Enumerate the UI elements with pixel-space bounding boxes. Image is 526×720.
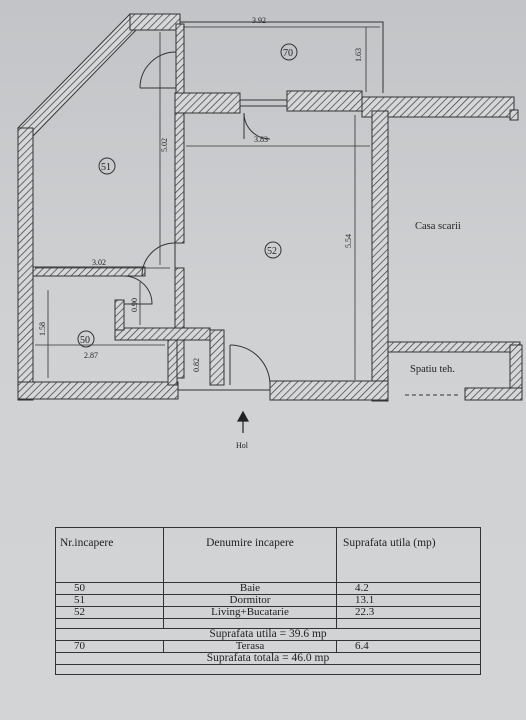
room-number-50: 50 xyxy=(80,335,90,346)
wall-bottom-left xyxy=(17,381,179,400)
cell-name: Baie xyxy=(163,582,337,595)
wall-inner-left-low xyxy=(174,267,185,379)
room-markers xyxy=(77,43,298,348)
table-row: 50 Baie 4.2 xyxy=(55,582,481,595)
walls xyxy=(17,13,523,402)
label-spatiu-teh: Spatiu teh. xyxy=(410,364,455,375)
entrance-arrow-head xyxy=(236,410,250,422)
door-terrace xyxy=(139,51,177,89)
table-row-suprafata-utila: Suprafata utila = 39.6 mp xyxy=(55,628,481,641)
header-suprafata: Suprafata utila (mp) xyxy=(336,527,481,583)
dim-502: 5.02 xyxy=(160,138,169,152)
label-hol: Hol xyxy=(236,441,249,450)
terrace-outline xyxy=(180,21,384,93)
cell-suprafata-totala: Suprafata totala = 46.0 mp xyxy=(55,652,481,665)
door-entrance xyxy=(229,344,271,386)
table-header-row: Nr.incapere Denumire incapere Suprafata … xyxy=(55,527,481,583)
door-bath xyxy=(123,275,153,305)
cell-nr: 70 xyxy=(55,640,164,653)
doors xyxy=(123,51,271,386)
wall-hall-stub xyxy=(167,339,178,386)
label-casa-scarii: Casa scarii xyxy=(415,221,461,232)
table-row-blank xyxy=(55,664,481,675)
cell-nr: 50 xyxy=(55,582,164,595)
door-bedroom xyxy=(141,242,176,277)
wall-terrace-door-jamb xyxy=(175,23,185,95)
header-denumire: Denumire incapere xyxy=(163,527,337,583)
wall-upper-b xyxy=(286,90,363,112)
wall-upper-c xyxy=(361,96,515,118)
table-row: 52 Living+Bucatarie 22.3 xyxy=(55,606,481,619)
room-marker-70 xyxy=(280,43,298,61)
wall-hall-jamb xyxy=(209,329,225,386)
table-row-blank xyxy=(55,618,481,629)
dim-082: 0.82 xyxy=(192,358,201,372)
cell-nr: 51 xyxy=(55,594,164,607)
wall-bath-stub xyxy=(114,299,125,331)
dimension-lines xyxy=(35,26,380,380)
room-marker-51 xyxy=(98,157,116,175)
cell-nr: 52 xyxy=(55,606,164,619)
dim-163: 1.63 xyxy=(354,48,363,62)
dim-090: 0.90 xyxy=(130,298,139,312)
room-marker-52 xyxy=(264,241,282,259)
cell-area: 4.2 xyxy=(336,582,481,595)
entrance-arrow xyxy=(236,410,250,433)
room-marker-50 xyxy=(77,330,95,348)
cell-name: Living+Bucatarie xyxy=(163,606,337,619)
cell-name: Dormitor xyxy=(163,594,337,607)
wall-spatiu-bottom xyxy=(464,387,523,401)
cell-area: 13.1 xyxy=(336,594,481,607)
wall-upper-a xyxy=(174,92,241,114)
dim-302: 3.02 xyxy=(92,258,106,267)
dim-392: 3.92 xyxy=(252,16,266,25)
dim-158: 1.58 xyxy=(38,322,47,336)
wall-bath-bottom-stub xyxy=(114,327,211,341)
wall-right-outer xyxy=(509,109,519,121)
table-row-suprafata-totala: Suprafata totala = 46.0 mp xyxy=(55,652,481,665)
wall-living-right xyxy=(371,110,389,402)
wall-bath-top xyxy=(32,266,146,277)
wall-inner-left xyxy=(174,112,185,244)
dim-554: 5.54 xyxy=(344,234,353,248)
cell-area: 22.3 xyxy=(336,606,481,619)
wall-left xyxy=(17,127,34,401)
room-number-70: 70 xyxy=(283,48,293,59)
table-row: 51 Dormitor 13.1 xyxy=(55,594,481,607)
cell-suprafata-utila: Suprafata utila = 39.6 mp xyxy=(55,628,481,641)
room-number-52: 52 xyxy=(267,246,277,257)
wall-diagonal xyxy=(17,13,139,137)
dim-287: 2.87 xyxy=(84,351,98,360)
header-nr: Nr.incapere xyxy=(55,527,164,583)
cell-area: 6.4 xyxy=(336,640,481,653)
wall-bottom-right xyxy=(269,380,389,401)
cell-name: Terasa xyxy=(163,640,337,653)
rooms-table: Nr.incapere Denumire incapere Suprafata … xyxy=(55,527,481,675)
wall-spatiu-top xyxy=(387,341,521,353)
table-row-terasa: 70 Terasa 6.4 xyxy=(55,640,481,653)
outlines xyxy=(178,21,460,396)
room-number-51: 51 xyxy=(101,162,111,173)
dim-383: 3.83 xyxy=(254,135,268,144)
wall-terrace-top xyxy=(129,13,181,31)
